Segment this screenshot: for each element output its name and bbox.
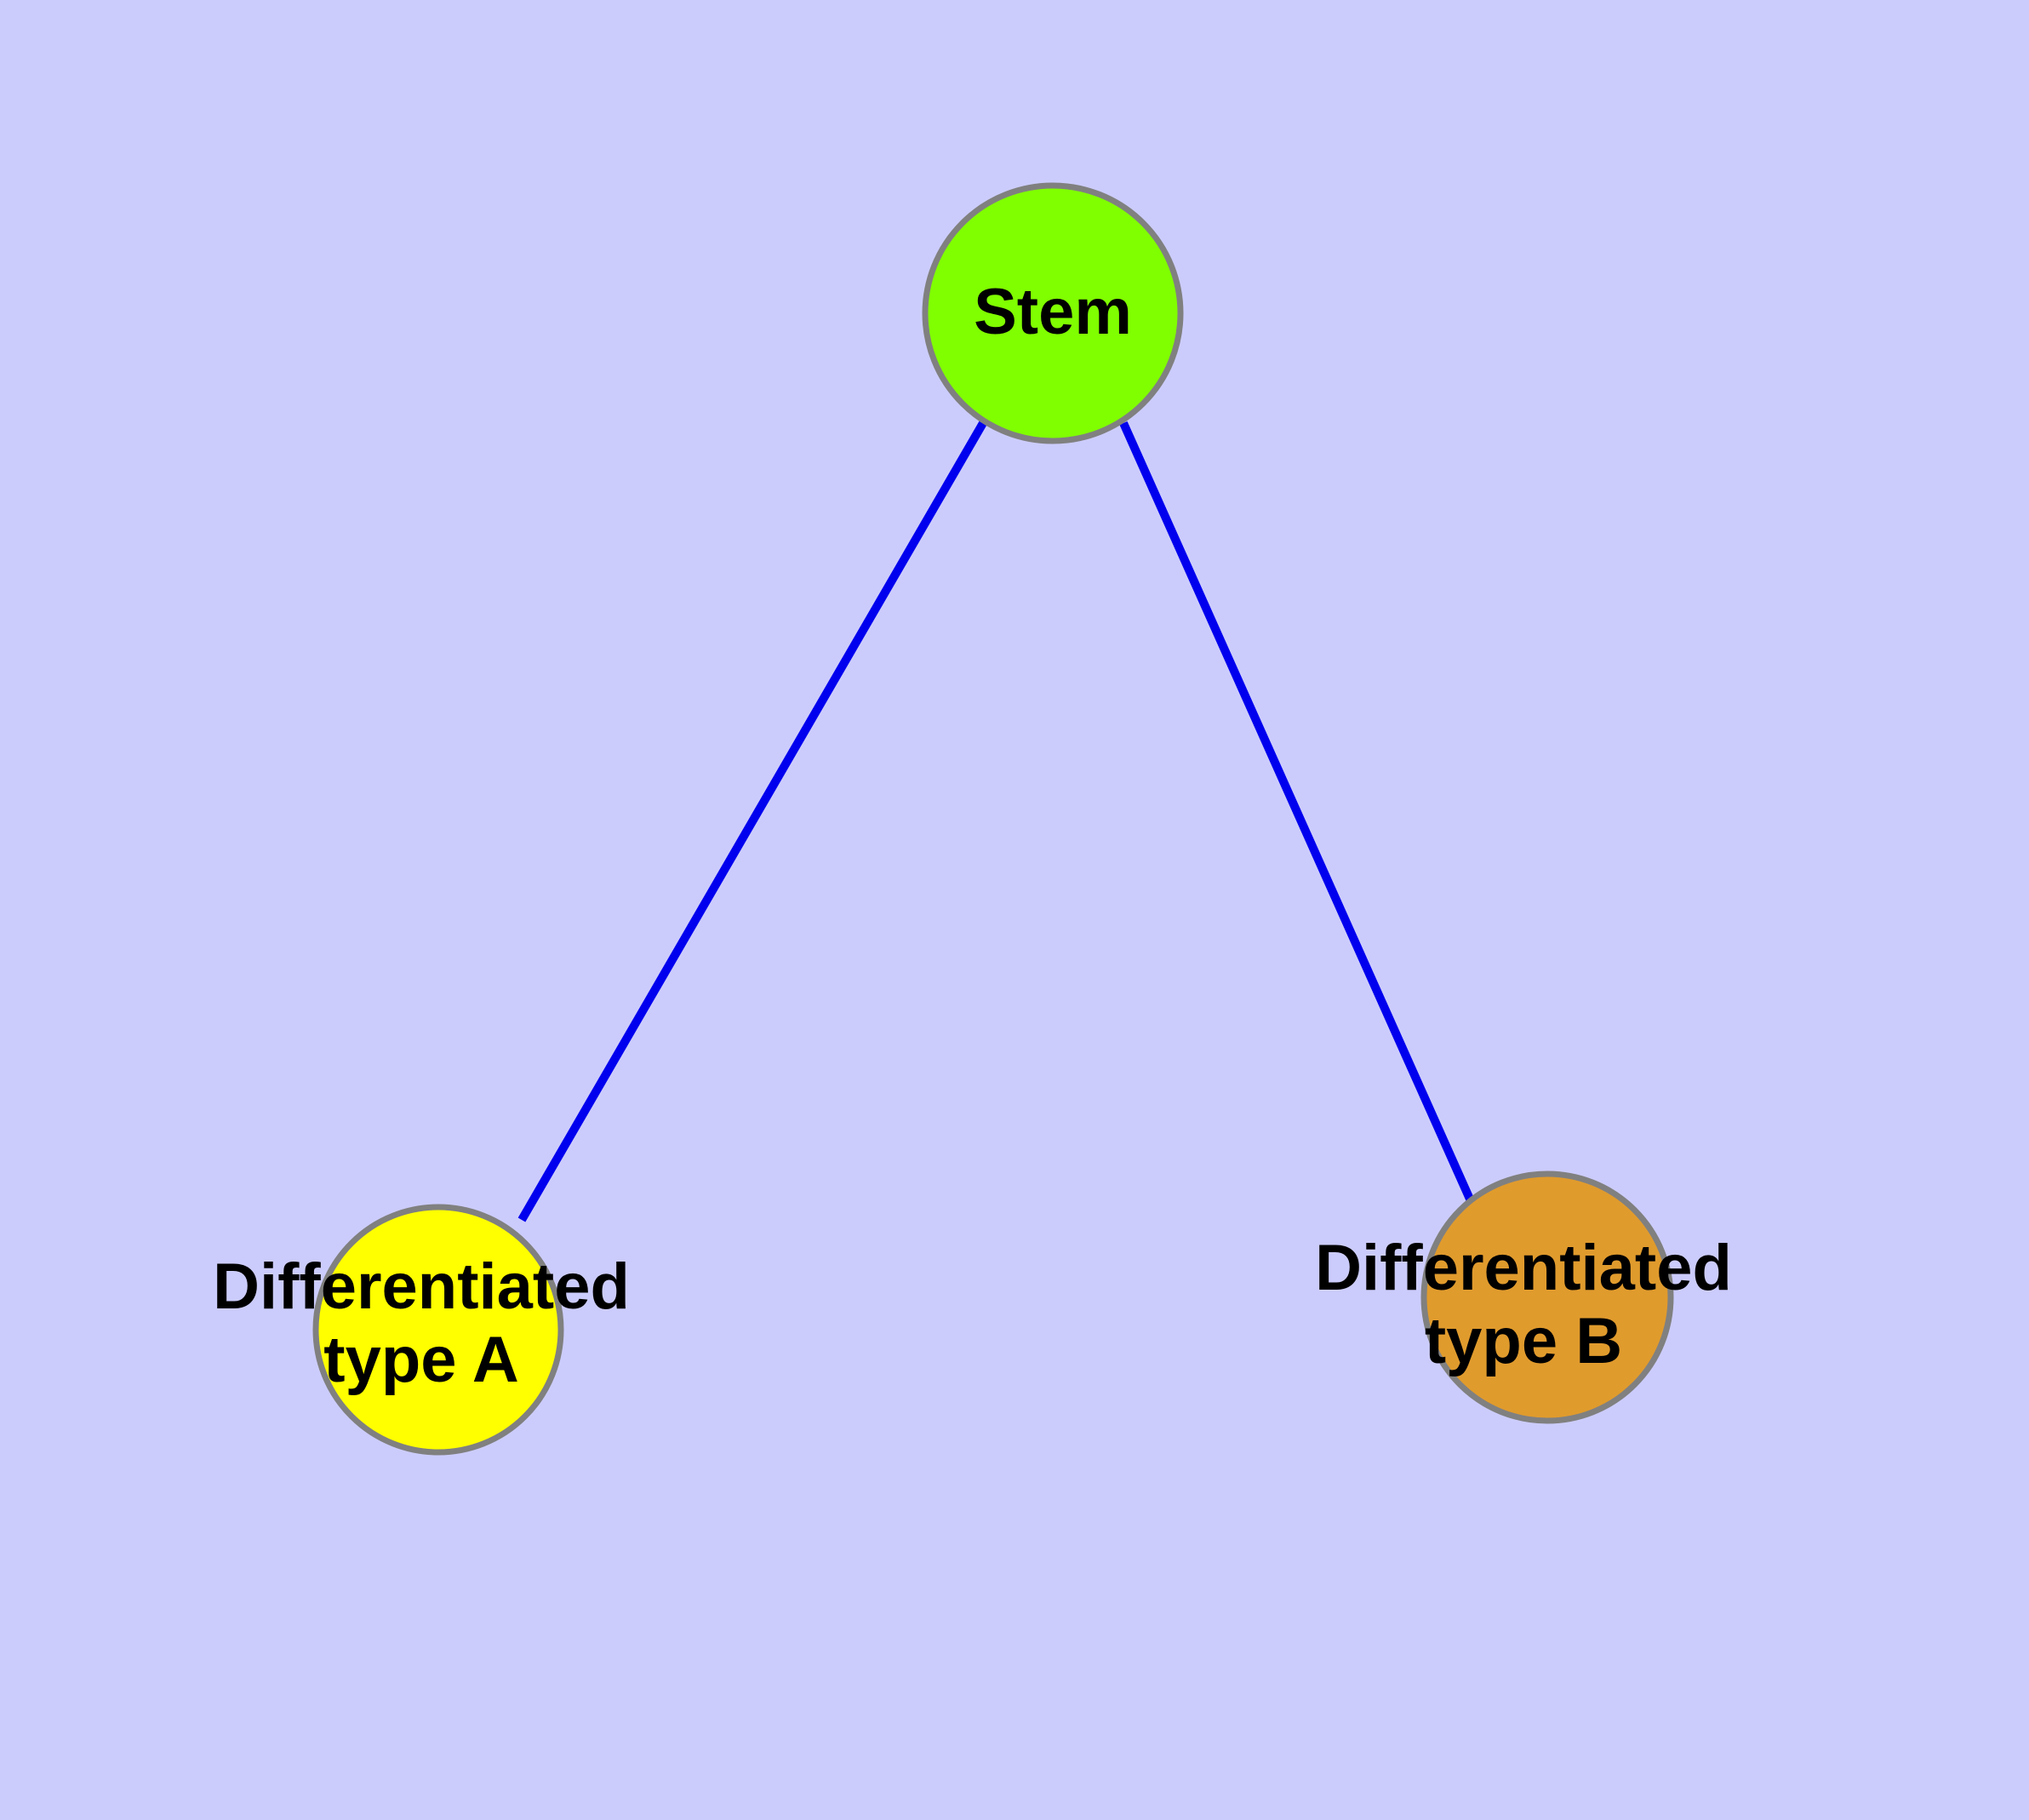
edge-stem-to-diff-b[interactable] <box>1119 421 1476 1205</box>
node-circle-stem[interactable] <box>922 182 1184 444</box>
node-stem[interactable]: Stem <box>922 182 1184 444</box>
edge-stem-to-diff-a[interactable] <box>517 421 987 1222</box>
node-circle-diff-b[interactable] <box>1420 1170 1674 1424</box>
node-label-line: Stem <box>974 276 1132 348</box>
node-label-line: Differentiated <box>213 1251 630 1323</box>
node-circle-diff-a[interactable] <box>312 1204 564 1456</box>
node-label-line: type B <box>1425 1305 1622 1377</box>
node-label-line: type A <box>323 1324 518 1396</box>
node-label-line: Differentiated <box>1315 1232 1732 1304</box>
edges-group <box>517 421 1476 1222</box>
node-label-stem: Stem <box>974 276 1132 348</box>
